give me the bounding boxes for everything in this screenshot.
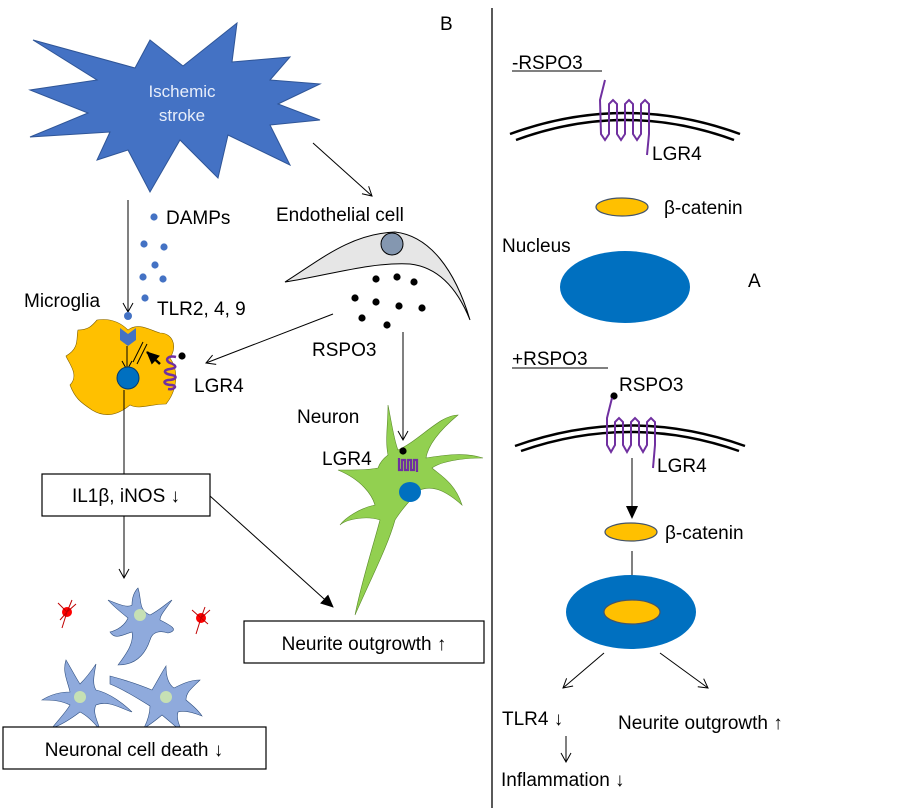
neurite-box-text: Neurite outgrowth ↑ — [282, 634, 447, 655]
arrow-stroke-to-endothelial — [312, 142, 373, 197]
stroke-label-line2: stroke — [159, 106, 205, 125]
neurite-box-frame — [243, 620, 485, 664]
tlr-receptor-icon — [120, 328, 136, 346]
cytokines-box-frame — [41, 473, 211, 517]
rspo3-dot — [383, 321, 391, 329]
beta-catenin-top-icon — [595, 197, 649, 217]
arrow-rspo3-to-microglia — [205, 313, 334, 365]
cell-death-box: Neuronal cell death ↓ — [2, 726, 267, 770]
lgr4-coil-icon — [163, 355, 177, 391]
microglia-body — [65, 319, 177, 415]
lgr4-top-receptor-icon — [598, 79, 650, 156]
neurite-right-label: Neurite outgrowth ↑ — [618, 713, 783, 734]
nucleus-top — [560, 251, 690, 323]
rspo3-dot — [418, 304, 426, 312]
damp-dot — [159, 275, 167, 283]
blue-neuron — [107, 587, 174, 666]
rspo3-dot — [410, 278, 418, 286]
damp-dot — [160, 243, 168, 251]
ischemic-stroke-burst: Ischemic stroke — [28, 21, 322, 194]
rspo3-dot — [372, 275, 380, 283]
damps-label: DAMPs — [166, 208, 230, 229]
minus-rspo3-heading: -RSPO3 — [512, 53, 583, 74]
microglia-label: Microglia — [24, 291, 100, 312]
arrow-nucleus-to-tlr4 — [562, 652, 605, 689]
damp-dot — [141, 294, 149, 302]
rspo3-dot — [372, 298, 380, 306]
damp-dot — [151, 261, 159, 269]
endothelial-cell — [284, 231, 471, 321]
endothelial-body — [284, 231, 471, 321]
beta-catenin-top-label: β-catenin — [664, 198, 743, 219]
neuron-nucleus-small — [74, 691, 86, 703]
damp-bound-dot — [124, 312, 132, 320]
neuron-nucleus-small — [160, 691, 172, 703]
neuron-nucleus-small — [134, 609, 146, 621]
tlr4-label: TLR4 ↓ — [502, 709, 563, 730]
rspo3-ligand-label: RSPO3 — [619, 375, 683, 396]
lgr4-top-label: LGR4 — [652, 144, 702, 165]
lgr4-microglia-label: LGR4 — [194, 376, 244, 397]
neuron-cell — [337, 404, 484, 616]
damp-dot — [139, 273, 147, 281]
beta-catenin-bottom-icon — [604, 522, 658, 542]
rspo3-particles — [351, 273, 426, 329]
neurite-outgrowth-box: Neurite outgrowth ↑ — [243, 620, 485, 664]
dead-cell-icon — [191, 606, 211, 635]
neuron-body — [337, 404, 484, 616]
lgr4-bottom-label: LGR4 — [657, 456, 707, 477]
beta-catenin-in-nucleus-icon — [603, 599, 661, 625]
endothelial-cell-label: Endothelial cell — [276, 205, 404, 226]
stroke-burst-shape — [28, 21, 322, 194]
damp-dot — [140, 240, 148, 248]
rspo3-label: RSPO3 — [312, 340, 376, 361]
tlr-label: TLR2, 4, 9 — [157, 299, 246, 320]
microglia-nucleus — [116, 366, 140, 390]
rspo3-dot — [351, 294, 359, 302]
cell-death-box-frame — [2, 726, 267, 770]
surviving-neurons-cluster — [40, 587, 203, 733]
rspo3-dot — [393, 273, 401, 281]
arrow-cytokines-to-neurite — [209, 495, 334, 608]
neuron-nucleus — [399, 482, 421, 502]
rspo3-dot — [395, 302, 403, 310]
damps-particles — [139, 213, 168, 302]
blue-neuron — [40, 659, 133, 731]
inflammation-label: Inflammation ↓ — [501, 770, 625, 791]
arrow-nucleus-to-neurite — [659, 652, 709, 689]
cytokines-box: IL1β, iNOS ↓ — [41, 473, 211, 517]
neuron-label: Neuron — [297, 407, 359, 428]
nucleus-label: Nucleus — [502, 236, 571, 257]
microglia-cell — [65, 312, 186, 415]
beta-catenin-bottom-label: β-catenin — [665, 523, 744, 544]
plus-rspo3-heading: +RSPO3 — [512, 349, 588, 370]
cytokines-text: IL1β, iNOS ↓ — [72, 486, 180, 507]
rspo3-neuron-dot — [399, 447, 407, 455]
cell-death-text: Neuronal cell death ↓ — [45, 740, 224, 761]
lgr4-bottom-receptor-icon — [606, 397, 656, 469]
dead-cell-icon — [57, 599, 77, 629]
lgr4-neuron-coil-icon — [397, 458, 419, 472]
damp-dot — [150, 213, 158, 221]
dead-cells — [57, 599, 211, 635]
rspo3-ligand-dot — [610, 392, 618, 400]
blue-neuron — [109, 665, 203, 733]
arrow-lgr4-inhibit — [146, 351, 161, 365]
lgr4-neuron-label: LGR4 — [322, 449, 372, 470]
inhibition-line — [136, 343, 148, 365]
panel-label-b: B — [440, 14, 453, 35]
stroke-label-line1: Ischemic — [148, 82, 216, 101]
inhibition-line — [132, 341, 144, 363]
panel-label-a: A — [748, 271, 761, 292]
rspo3-dot — [358, 314, 366, 322]
endothelial-nucleus — [380, 232, 404, 256]
rspo3-bound-dot — [178, 352, 186, 360]
